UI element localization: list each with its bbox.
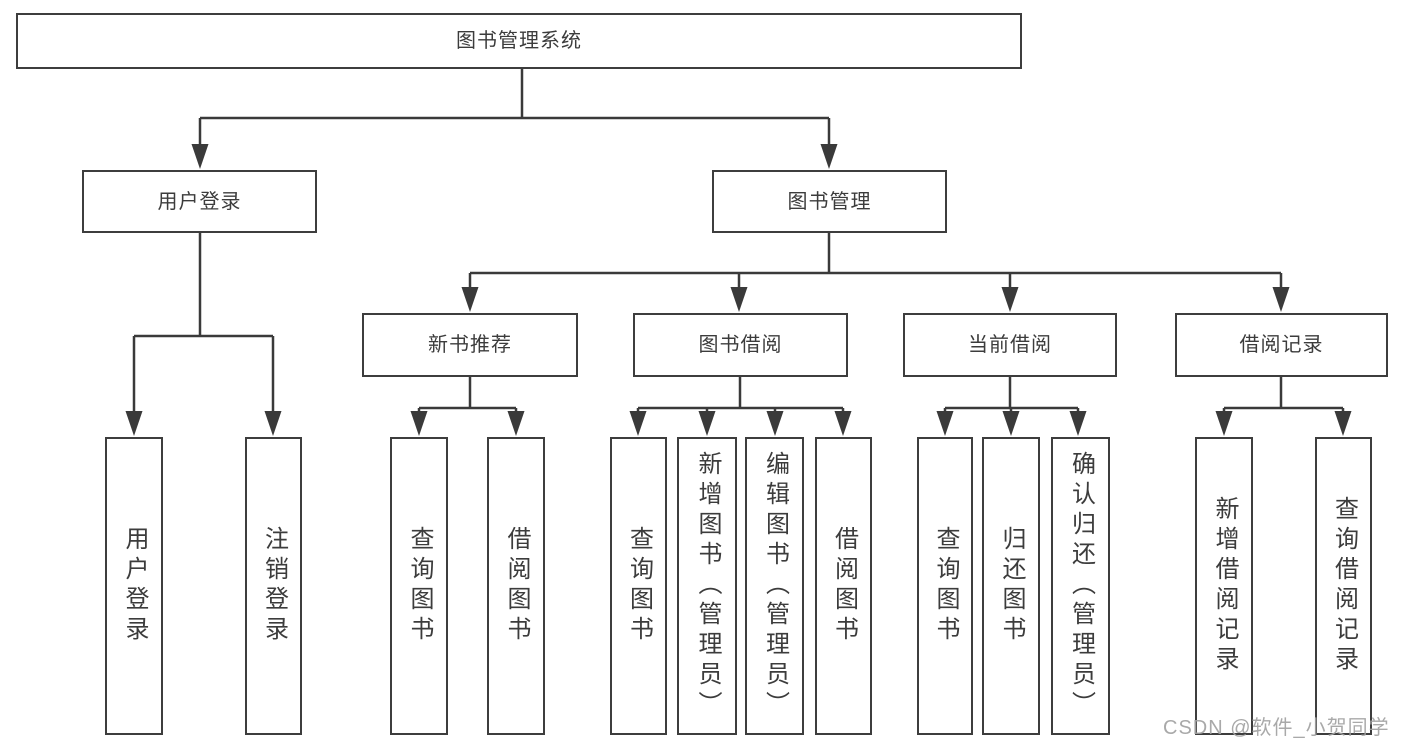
arrow-down-icon	[191, 144, 209, 169]
leaf-add-borrow-record: 新增借阅记录	[1195, 437, 1253, 735]
node-label: 借阅图书	[830, 526, 858, 646]
arrow-down-icon	[1334, 411, 1352, 436]
arrow-down-icon	[125, 411, 143, 436]
node-label: 当前借阅	[968, 334, 1052, 356]
leaf-current-query-books: 查询图书	[917, 437, 973, 735]
node-label: 编辑图书（管理员）	[761, 451, 789, 721]
arrow-down-icon	[264, 411, 282, 436]
arrow-down-icon	[507, 411, 525, 436]
leaf-borrowing-borrow-books: 借阅图书	[815, 437, 872, 735]
arrowhead-icons	[125, 144, 1352, 436]
node-book-borrowing: 图书借阅	[633, 313, 848, 377]
node-label: 查询图书	[406, 526, 433, 646]
arrow-down-icon	[820, 144, 838, 169]
node-label: 图书借阅	[698, 334, 783, 356]
arrow-down-icon	[834, 411, 852, 436]
node-new-book-recommend: 新书推荐	[362, 313, 578, 377]
node-label: 查询借阅记录	[1330, 496, 1358, 676]
node-label: 图书管理系统	[456, 30, 582, 52]
arrow-down-icon	[698, 411, 716, 436]
csdn-watermark: CSDN @软件_小贺同学	[1163, 717, 1390, 739]
arrow-down-icon	[1002, 411, 1020, 436]
leaf-recommend-query-books: 查询图书	[390, 437, 448, 735]
leaf-recommend-borrow-books: 借阅图书	[487, 437, 545, 735]
node-label: 新增图书（管理员）	[694, 451, 721, 721]
arrow-down-icon	[730, 287, 748, 312]
node-label: 查询图书	[932, 526, 959, 646]
node-label: 图书管理	[787, 190, 872, 213]
leaf-borrowing-query-books: 查询图书	[610, 437, 667, 735]
leaf-return-books: 归还图书	[982, 437, 1040, 735]
node-label: 借阅记录	[1239, 334, 1324, 356]
arrow-down-icon	[1215, 411, 1233, 436]
arrow-down-icon	[1272, 287, 1290, 312]
arrow-down-icon	[410, 411, 428, 436]
leaf-user-login: 用户登录	[105, 437, 163, 735]
leaf-add-books-admin: 新增图书（管理员）	[677, 437, 737, 735]
node-label: 新增借阅记录	[1211, 496, 1238, 676]
arrow-down-icon	[629, 411, 647, 436]
node-label: 借阅图书	[503, 526, 530, 646]
node-label: 用户登录	[121, 526, 148, 646]
arrow-down-icon	[766, 411, 784, 436]
node-book-management: 图书管理	[712, 170, 947, 233]
arrow-down-icon	[461, 287, 479, 312]
node-label: 归还图书	[998, 526, 1025, 646]
arrow-down-icon	[1001, 287, 1019, 312]
node-current-borrowing: 当前借阅	[903, 313, 1117, 377]
leaf-edit-books-admin: 编辑图书（管理员）	[745, 437, 804, 735]
leaf-logout: 注销登录	[245, 437, 302, 735]
node-user-login: 用户登录	[82, 170, 317, 233]
node-label: 确认归还（管理员）	[1067, 451, 1095, 721]
arrow-down-icon	[1069, 411, 1087, 436]
node-root-system: 图书管理系统	[16, 13, 1022, 69]
connector-shafts	[132, 68, 1345, 418]
node-label: 查询图书	[625, 526, 653, 646]
node-label: 用户登录	[157, 190, 242, 213]
node-borrowing-records: 借阅记录	[1175, 313, 1388, 377]
leaf-confirm-return-admin: 确认归还（管理员）	[1051, 437, 1110, 735]
arrow-down-icon	[936, 411, 954, 436]
node-label: 注销登录	[260, 526, 288, 646]
node-label: 新书推荐	[428, 334, 512, 356]
leaf-query-borrow-record: 查询借阅记录	[1315, 437, 1372, 735]
